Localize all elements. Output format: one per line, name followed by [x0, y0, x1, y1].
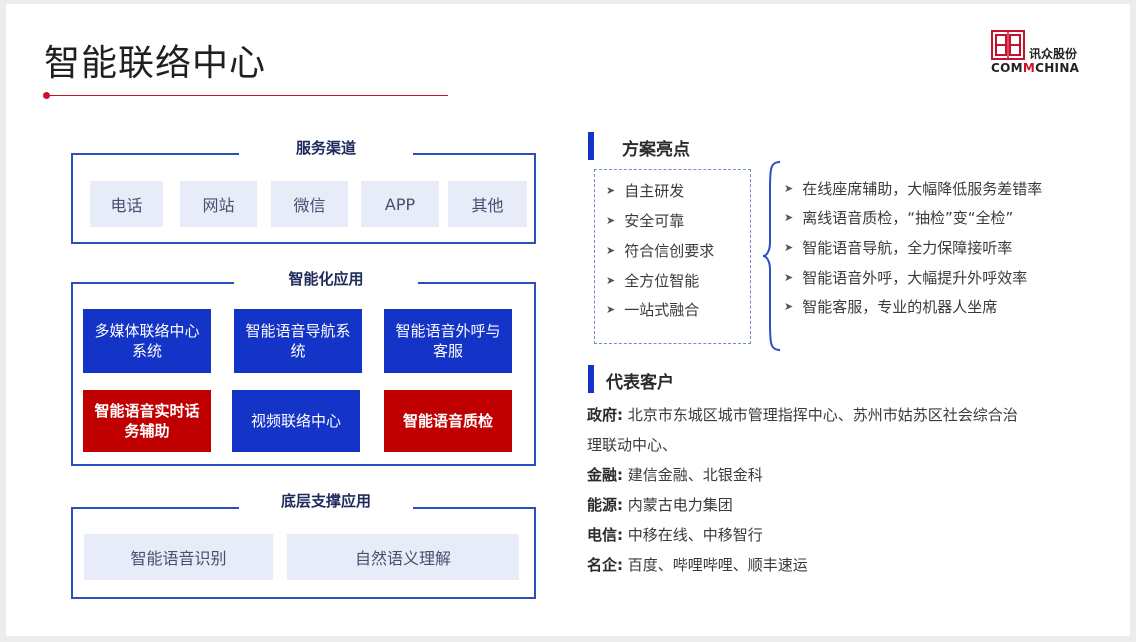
tile-multimedia-contact-center: 多媒体联络中心系统	[83, 309, 211, 373]
arrow-right-icon: ➤	[606, 214, 616, 227]
highlights-heading-bar	[588, 132, 594, 160]
logo-seal-icon	[991, 30, 1025, 60]
highlight-right-item: ➤智能客服，专业的机器人坐席	[784, 298, 998, 316]
channel-wechat: 微信	[271, 181, 348, 227]
customer-row: 政府: 北京市东城区城市管理指挥中心、苏州市姑苏区社会综合治	[587, 406, 1018, 424]
channel-phone: 电话	[90, 181, 163, 227]
logo-cn-text: 讯众股份	[1029, 47, 1078, 61]
arrow-right-icon: ➤	[784, 211, 794, 224]
highlights-heading: 方案亮点	[622, 140, 690, 160]
support-apps-label: 底层支撑应用	[239, 490, 413, 511]
brace-icon	[762, 161, 781, 351]
arrow-right-icon: ➤	[784, 300, 794, 313]
arrow-right-icon: ➤	[784, 241, 794, 254]
customers-heading: 代表客户	[606, 373, 674, 393]
highlight-right-item: ➤在线座席辅助，大幅降低服务差错率	[784, 180, 1043, 198]
highlight-right-item: ➤智能语音外呼，大幅提升外呼效率	[784, 269, 1028, 287]
arrow-right-icon: ➤	[606, 244, 616, 257]
highlights-left-box	[594, 169, 751, 344]
customer-row: 理联动中心、	[587, 436, 678, 454]
arrow-right-icon: ➤	[784, 182, 794, 195]
highlight-left-item: ➤一站式融合	[606, 301, 700, 319]
highlight-left-item: ➤自主研发	[606, 182, 685, 200]
support-speech-recognition: 智能语音识别	[84, 534, 273, 580]
channel-other: 其他	[448, 181, 527, 227]
customer-row: 电信: 中移在线、中移智行	[587, 526, 763, 544]
customer-row: 能源: 内蒙古电力集团	[587, 496, 733, 514]
customers-list: 政府: 北京市东城区城市管理指挥中心、苏州市姑苏区社会综合治 理联动中心、 金融…	[587, 400, 1087, 580]
highlight-left-item: ➤安全可靠	[606, 212, 685, 230]
highlight-left-item: ➤全方位智能	[606, 272, 700, 290]
arrow-right-icon: ➤	[606, 303, 616, 316]
tile-video-contact-center: 视频联络中心	[232, 390, 360, 452]
logo-en-text: COMMCHINA	[991, 61, 1080, 75]
customer-row: 金融: 建信金融、北银金科	[587, 466, 763, 484]
arrow-right-icon: ➤	[606, 184, 616, 197]
channel-website: 网站	[180, 181, 257, 227]
arrow-right-icon: ➤	[606, 274, 616, 287]
service-channels-label: 服务渠道	[239, 137, 413, 158]
slide: 智能联络中心 讯众股份 COMMCHINA 服务渠道 电话 网站 微信 APP …	[6, 4, 1130, 636]
customer-row: 名企: 百度、哔哩哔哩、顺丰速运	[587, 556, 808, 574]
support-nlu: 自然语义理解	[287, 534, 519, 580]
highlight-right-item: ➤智能语音导航，全力保障接听率	[784, 239, 1013, 257]
title-underline	[46, 95, 448, 96]
channel-app: APP	[361, 181, 439, 227]
arrow-right-icon: ➤	[784, 271, 794, 284]
tile-voice-navigation: 智能语音导航系统	[234, 309, 362, 373]
tile-voice-quality-check: 智能语音质检	[384, 390, 512, 452]
tile-voice-outbound-service: 智能语音外呼与客服	[384, 309, 512, 373]
customers-heading-bar	[588, 365, 594, 393]
tile-realtime-assist: 智能语音实时话务辅助	[83, 390, 211, 452]
highlight-right-item: ➤离线语音质检，“抽检”变“全检”	[784, 209, 1014, 227]
smart-apps-label: 智能化应用	[234, 268, 418, 289]
company-logo: 讯众股份 COMMCHINA	[991, 30, 1091, 82]
title-underline-dot	[43, 92, 50, 99]
page-title: 智能联络中心	[44, 43, 267, 84]
highlight-left-item: ➤符合信创要求	[606, 242, 715, 260]
